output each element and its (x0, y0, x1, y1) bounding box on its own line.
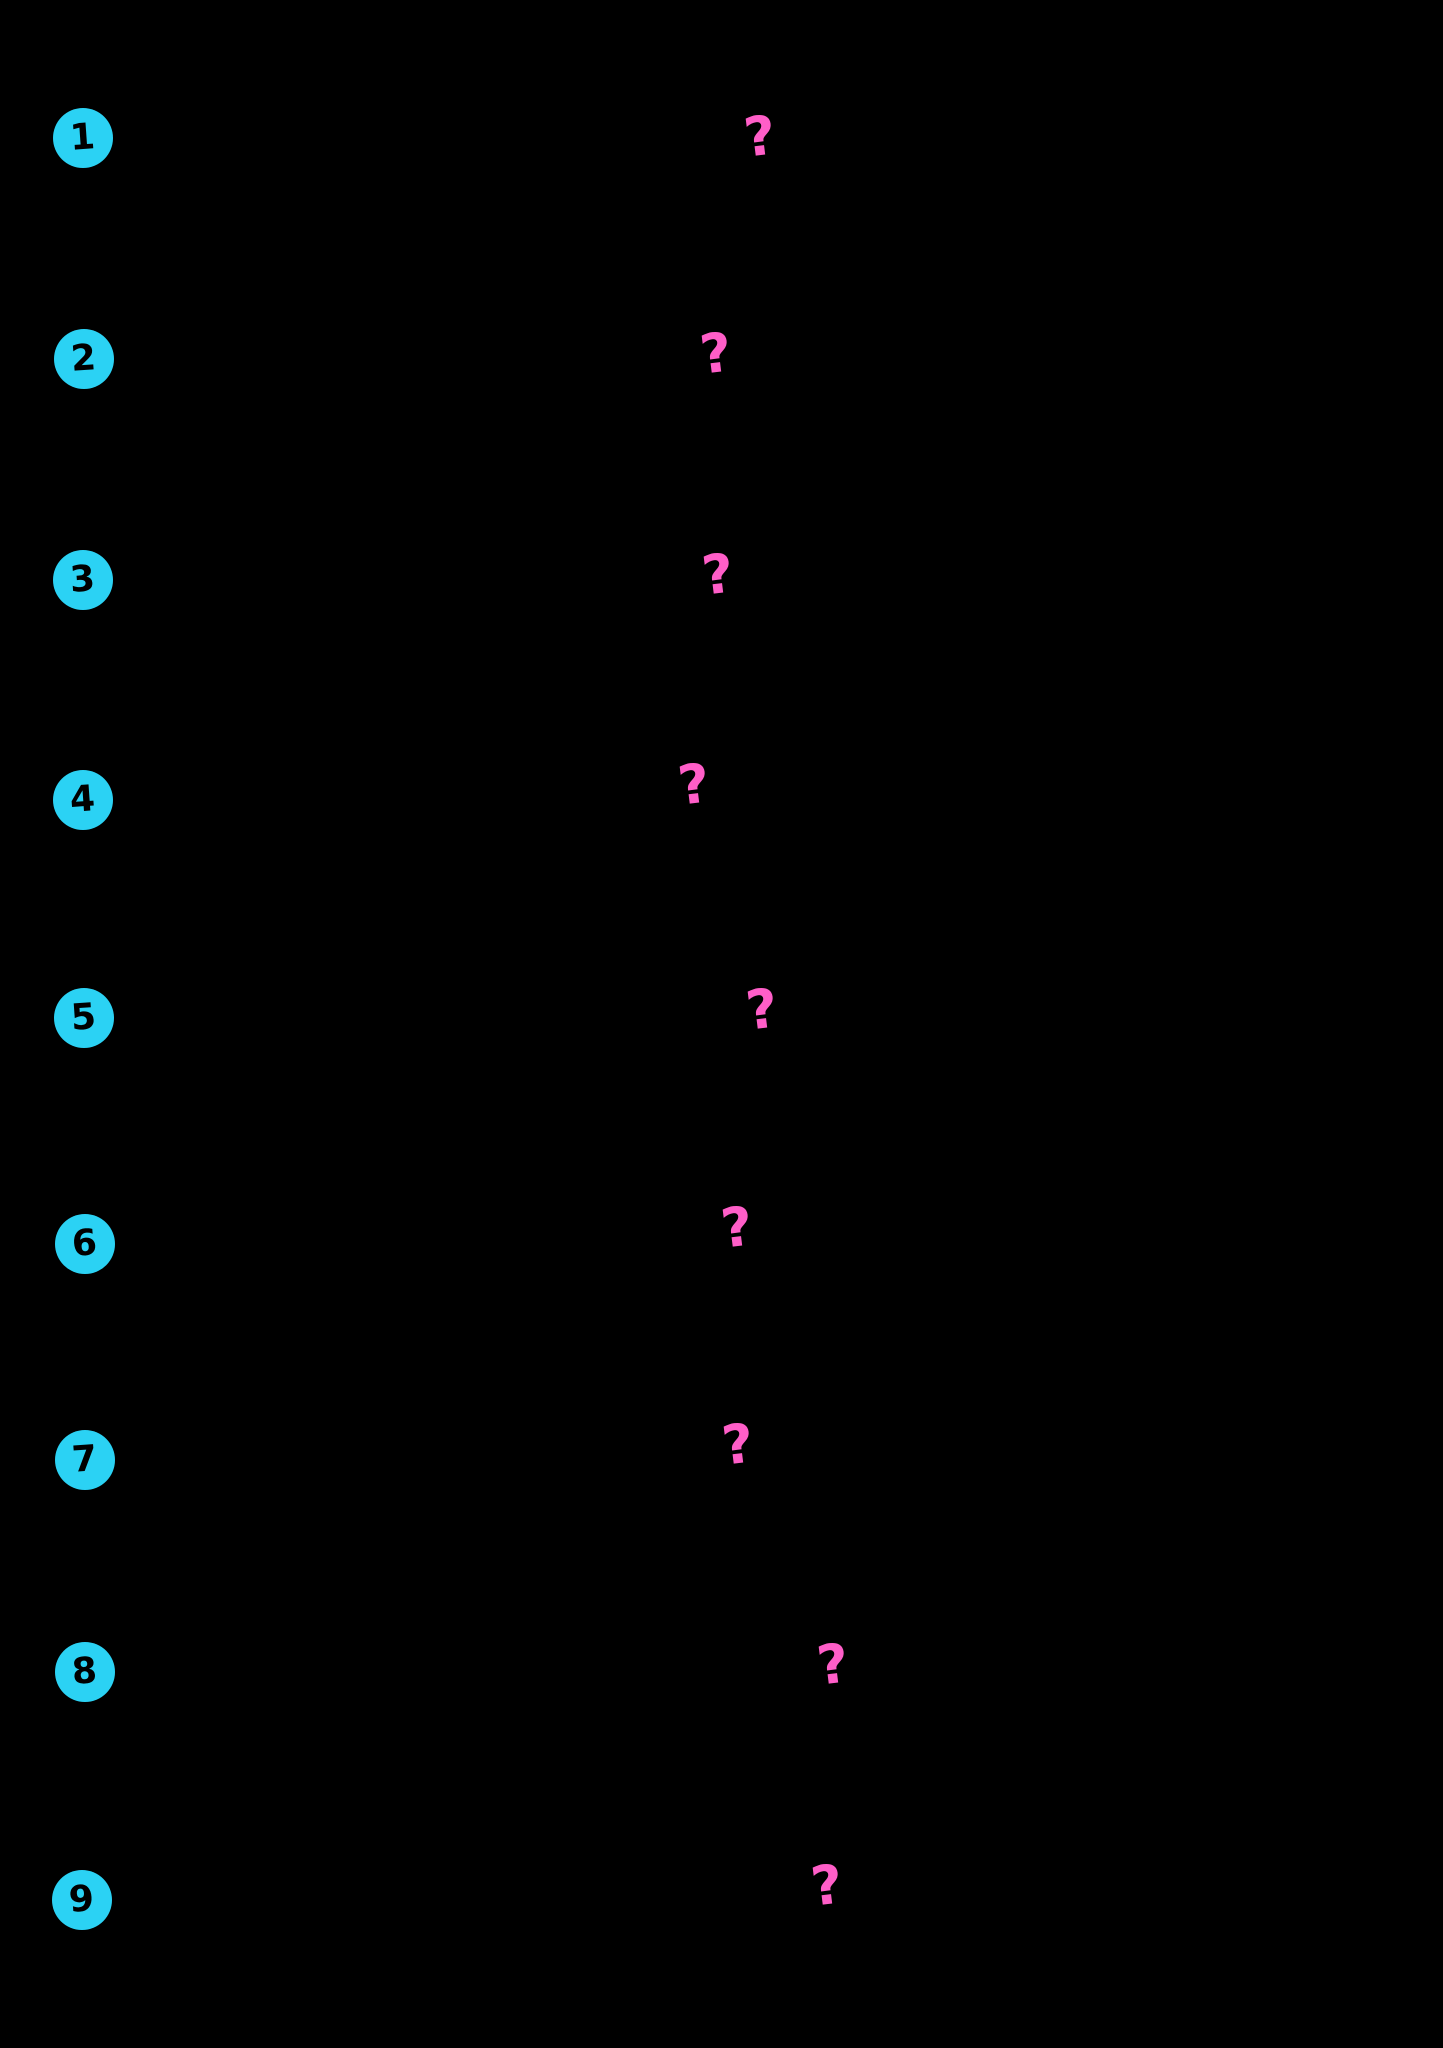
question-number: 4 (69, 778, 97, 821)
question-number-badge: 8 (55, 1642, 115, 1702)
answer-question-mark: ? (807, 1852, 847, 1919)
question-number: 8 (71, 1650, 99, 1693)
question-number-badge: 7 (55, 1430, 115, 1490)
question-number-badge: 9 (52, 1870, 112, 1930)
answer-question-mark: ? (696, 320, 736, 387)
question-number-badge: 5 (54, 988, 114, 1048)
question-number: 5 (70, 996, 98, 1039)
question-number: 9 (68, 1878, 96, 1921)
answer-question-mark: ? (742, 976, 782, 1043)
question-number-badge: 3 (53, 550, 113, 610)
question-number: 7 (71, 1438, 99, 1481)
question-number: 2 (70, 337, 98, 380)
question-number: 1 (69, 116, 97, 159)
answer-question-mark: ? (813, 1631, 853, 1698)
question-number-badge: 6 (55, 1214, 115, 1274)
answer-question-mark: ? (740, 103, 780, 170)
question-number-badge: 4 (53, 770, 113, 830)
answer-question-mark: ? (698, 541, 738, 608)
question-number: 6 (71, 1222, 99, 1265)
answer-question-mark: ? (718, 1411, 758, 1478)
question-number-badge: 1 (53, 108, 113, 168)
question-number: 3 (69, 558, 97, 601)
answer-question-mark: ? (717, 1194, 757, 1261)
question-number-badge: 2 (54, 329, 114, 389)
answer-question-mark: ? (674, 751, 714, 818)
